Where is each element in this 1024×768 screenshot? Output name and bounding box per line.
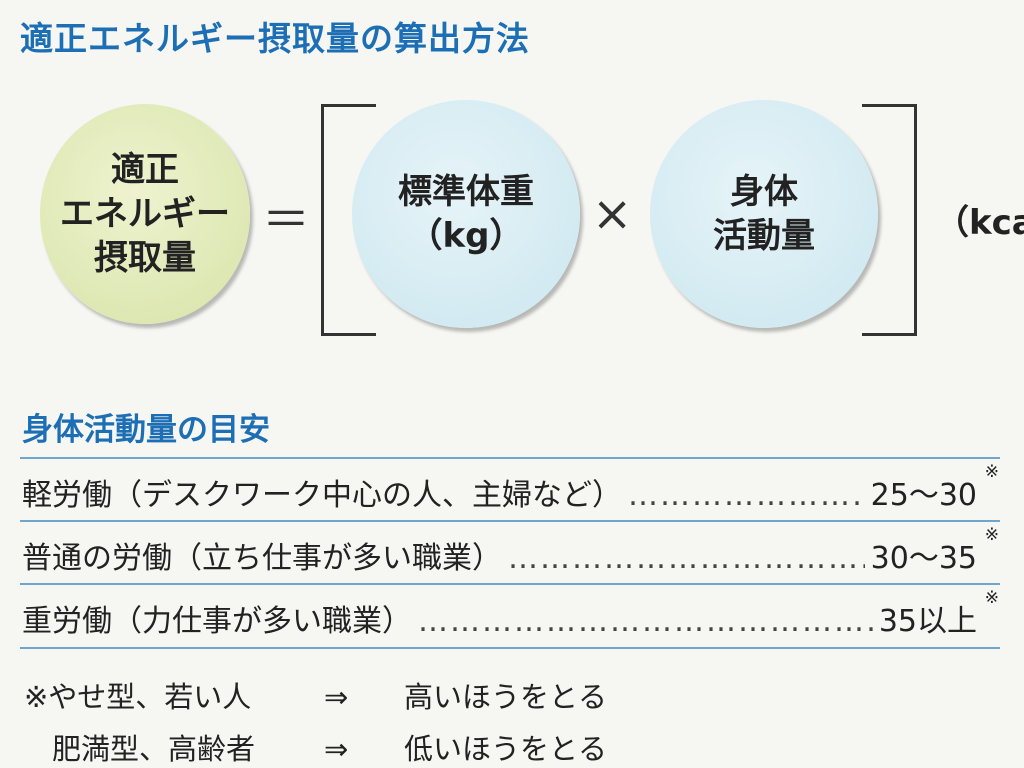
physical-activity-circle: 身体活動量 [650, 100, 878, 328]
value-text: 25〜30 [870, 478, 977, 513]
note-mark: ※ [984, 525, 999, 545]
table-row: 重労働（力仕事が多い職業）…………………………………………………35以上 ※ [22, 588, 999, 640]
row-label: 軽労働（デスクワーク中心の人、主婦など） [22, 478, 622, 513]
leader-dots: ………………………………………………… [628, 478, 865, 513]
row-value: 25〜30 ※ [870, 462, 999, 514]
label-line: エネルギー [60, 193, 230, 234]
row-value: 35以上 ※ [878, 588, 999, 640]
leader-dots: ………………………………………………… [418, 604, 873, 639]
divider [20, 520, 1000, 522]
standard-weight-circle: 標準体重（kg） [352, 100, 580, 328]
divider [20, 457, 1000, 459]
note-rule: 高いほうをとる [404, 680, 608, 714]
section-title: 身体活動量の目安 [22, 412, 270, 448]
arrow-icon: ⇒ [324, 680, 349, 714]
divider [20, 583, 1000, 585]
table-row: 軽労働（デスクワーク中心の人、主婦など）…………………………………………………2… [22, 462, 999, 514]
note-mark: ※ [984, 588, 999, 608]
label-line: 摂取量 [94, 238, 196, 279]
footnote: ※やせ型、若い人 ⇒ 高いほうをとる [24, 674, 607, 716]
value-text: 35以上 [878, 604, 977, 639]
row-label: 普通の労働（立ち仕事が多い職業） [22, 541, 502, 576]
footnote: 肥満型、高齢者 ⇒ 低いほうをとる [24, 726, 607, 768]
label-line: 身体 [730, 171, 798, 212]
divider [20, 647, 1000, 649]
left-bracket [321, 104, 376, 336]
table-row: 普通の労働（立ち仕事が多い職業）…………………………………………………30〜35… [22, 525, 999, 577]
appropriate-energy-circle: 適正エネルギー摂取量 [40, 104, 250, 324]
note-rule: 低いほうをとる [404, 732, 608, 766]
label-line: 適正 [111, 149, 179, 190]
equals-sign: ＝ [262, 192, 311, 248]
leader-dots: ………………………………………………… [508, 541, 865, 576]
row-label: 重労働（力仕事が多い職業） [22, 604, 412, 639]
note-who: ※やせ型、若い人 [24, 680, 252, 714]
note-who: 肥満型、高齢者 [52, 732, 256, 766]
label-line: 標準体重 [398, 171, 534, 212]
unit-label: （kca [935, 203, 1024, 243]
multiply-sign: × [592, 186, 633, 242]
page-title: 適正エネルギー摂取量の算出方法 [20, 19, 530, 58]
arrow-icon: ⇒ [324, 732, 349, 766]
note-mark: ※ [984, 462, 999, 482]
value-text: 30〜35 [870, 541, 977, 576]
right-bracket [862, 104, 917, 336]
label-line: （kg） [408, 216, 524, 256]
row-value: 30〜35 ※ [870, 525, 999, 577]
label-line: 活動量 [713, 216, 815, 256]
